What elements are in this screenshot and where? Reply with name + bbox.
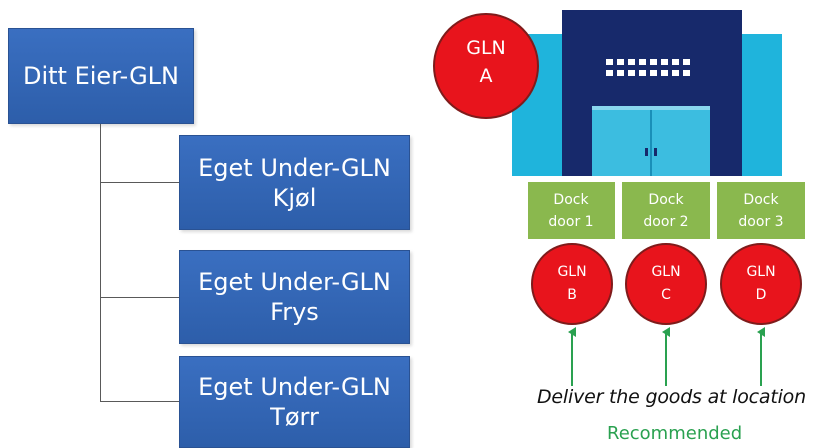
dock-door-2-line2: door 2 <box>643 214 688 230</box>
gln-b-marker: GLN B <box>531 243 613 325</box>
gln-b-line1: GLN <box>557 264 586 280</box>
tree-branch-line-3 <box>100 401 179 402</box>
under-gln-box-torr: Eget Under-GLN Tørr <box>179 356 410 448</box>
tree-branch-line-1 <box>100 182 179 183</box>
dock-door-3: Dock door 3 <box>717 182 805 239</box>
dock-door-1: Dock door 1 <box>528 182 615 239</box>
gln-d-marker: GLN D <box>720 243 802 325</box>
under-gln-box-kjol: Eget Under-GLN Kjøl <box>179 135 410 230</box>
recommended-label: Recommended <box>607 423 743 444</box>
dock-door-1-line2: door 1 <box>548 214 593 230</box>
dock-door-1-line1: Dock <box>553 192 589 208</box>
gln-b-line2: B <box>567 287 577 303</box>
tree-trunk-line <box>100 124 101 402</box>
under-gln-title: Eget Under-GLN <box>198 268 391 296</box>
owner-gln-label: Ditt Eier-GLN <box>23 62 179 90</box>
gln-d-line2: D <box>756 287 767 303</box>
gln-c-line2: C <box>661 287 671 303</box>
delivery-caption: Deliver the goods at location <box>537 386 806 408</box>
dock-door-3-line2: door 3 <box>738 214 783 230</box>
gln-a-line1: GLN <box>466 37 506 59</box>
under-gln-subtitle: Frys <box>270 298 319 326</box>
under-gln-box-frys: Eget Under-GLN Frys <box>179 250 410 344</box>
gln-c-marker: GLN C <box>625 243 707 325</box>
gln-a-marker: GLN A <box>433 13 539 119</box>
under-gln-subtitle: Tørr <box>270 403 319 431</box>
owner-gln-box: Ditt Eier-GLN <box>8 28 194 124</box>
gln-a-line2: A <box>480 65 493 87</box>
dock-door-3-line1: Dock <box>743 192 779 208</box>
under-gln-title: Eget Under-GLN <box>198 153 391 182</box>
gln-c-line1: GLN <box>651 264 680 280</box>
under-gln-subtitle: Kjøl <box>272 183 317 212</box>
under-gln-title: Eget Under-GLN <box>198 373 391 401</box>
tree-branch-line-2 <box>100 297 179 298</box>
dock-door-2: Dock door 2 <box>622 182 710 239</box>
warehouse-building-icon <box>512 10 782 176</box>
dock-door-2-line1: Dock <box>648 192 684 208</box>
gln-d-line1: GLN <box>746 264 775 280</box>
